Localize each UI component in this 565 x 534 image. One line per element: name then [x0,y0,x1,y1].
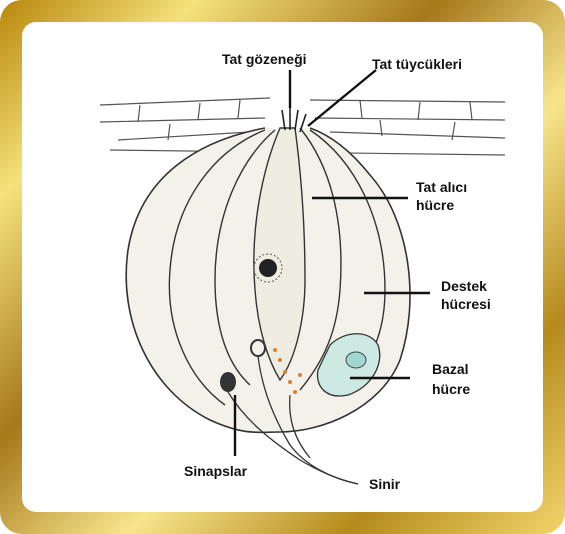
label-basal-line1: Bazal [432,360,469,378]
receptor-nucleus [259,259,277,277]
label-receptor-line1: Tat alıcı [416,178,467,196]
label-nerve: Sinir [369,475,400,493]
label-taste-pore: Tat gözeneği [222,50,307,68]
label-synapses: Sinapslar [184,462,247,480]
label-support-line1: Destek [441,277,487,295]
synapse-left [220,372,236,392]
label-receptor-line2: hücre [416,196,454,214]
label-support-line2: hücresi [441,295,491,313]
label-taste-hairs: Tat tüycükleri [372,55,462,73]
label-basal-line2: hücre [432,380,470,398]
